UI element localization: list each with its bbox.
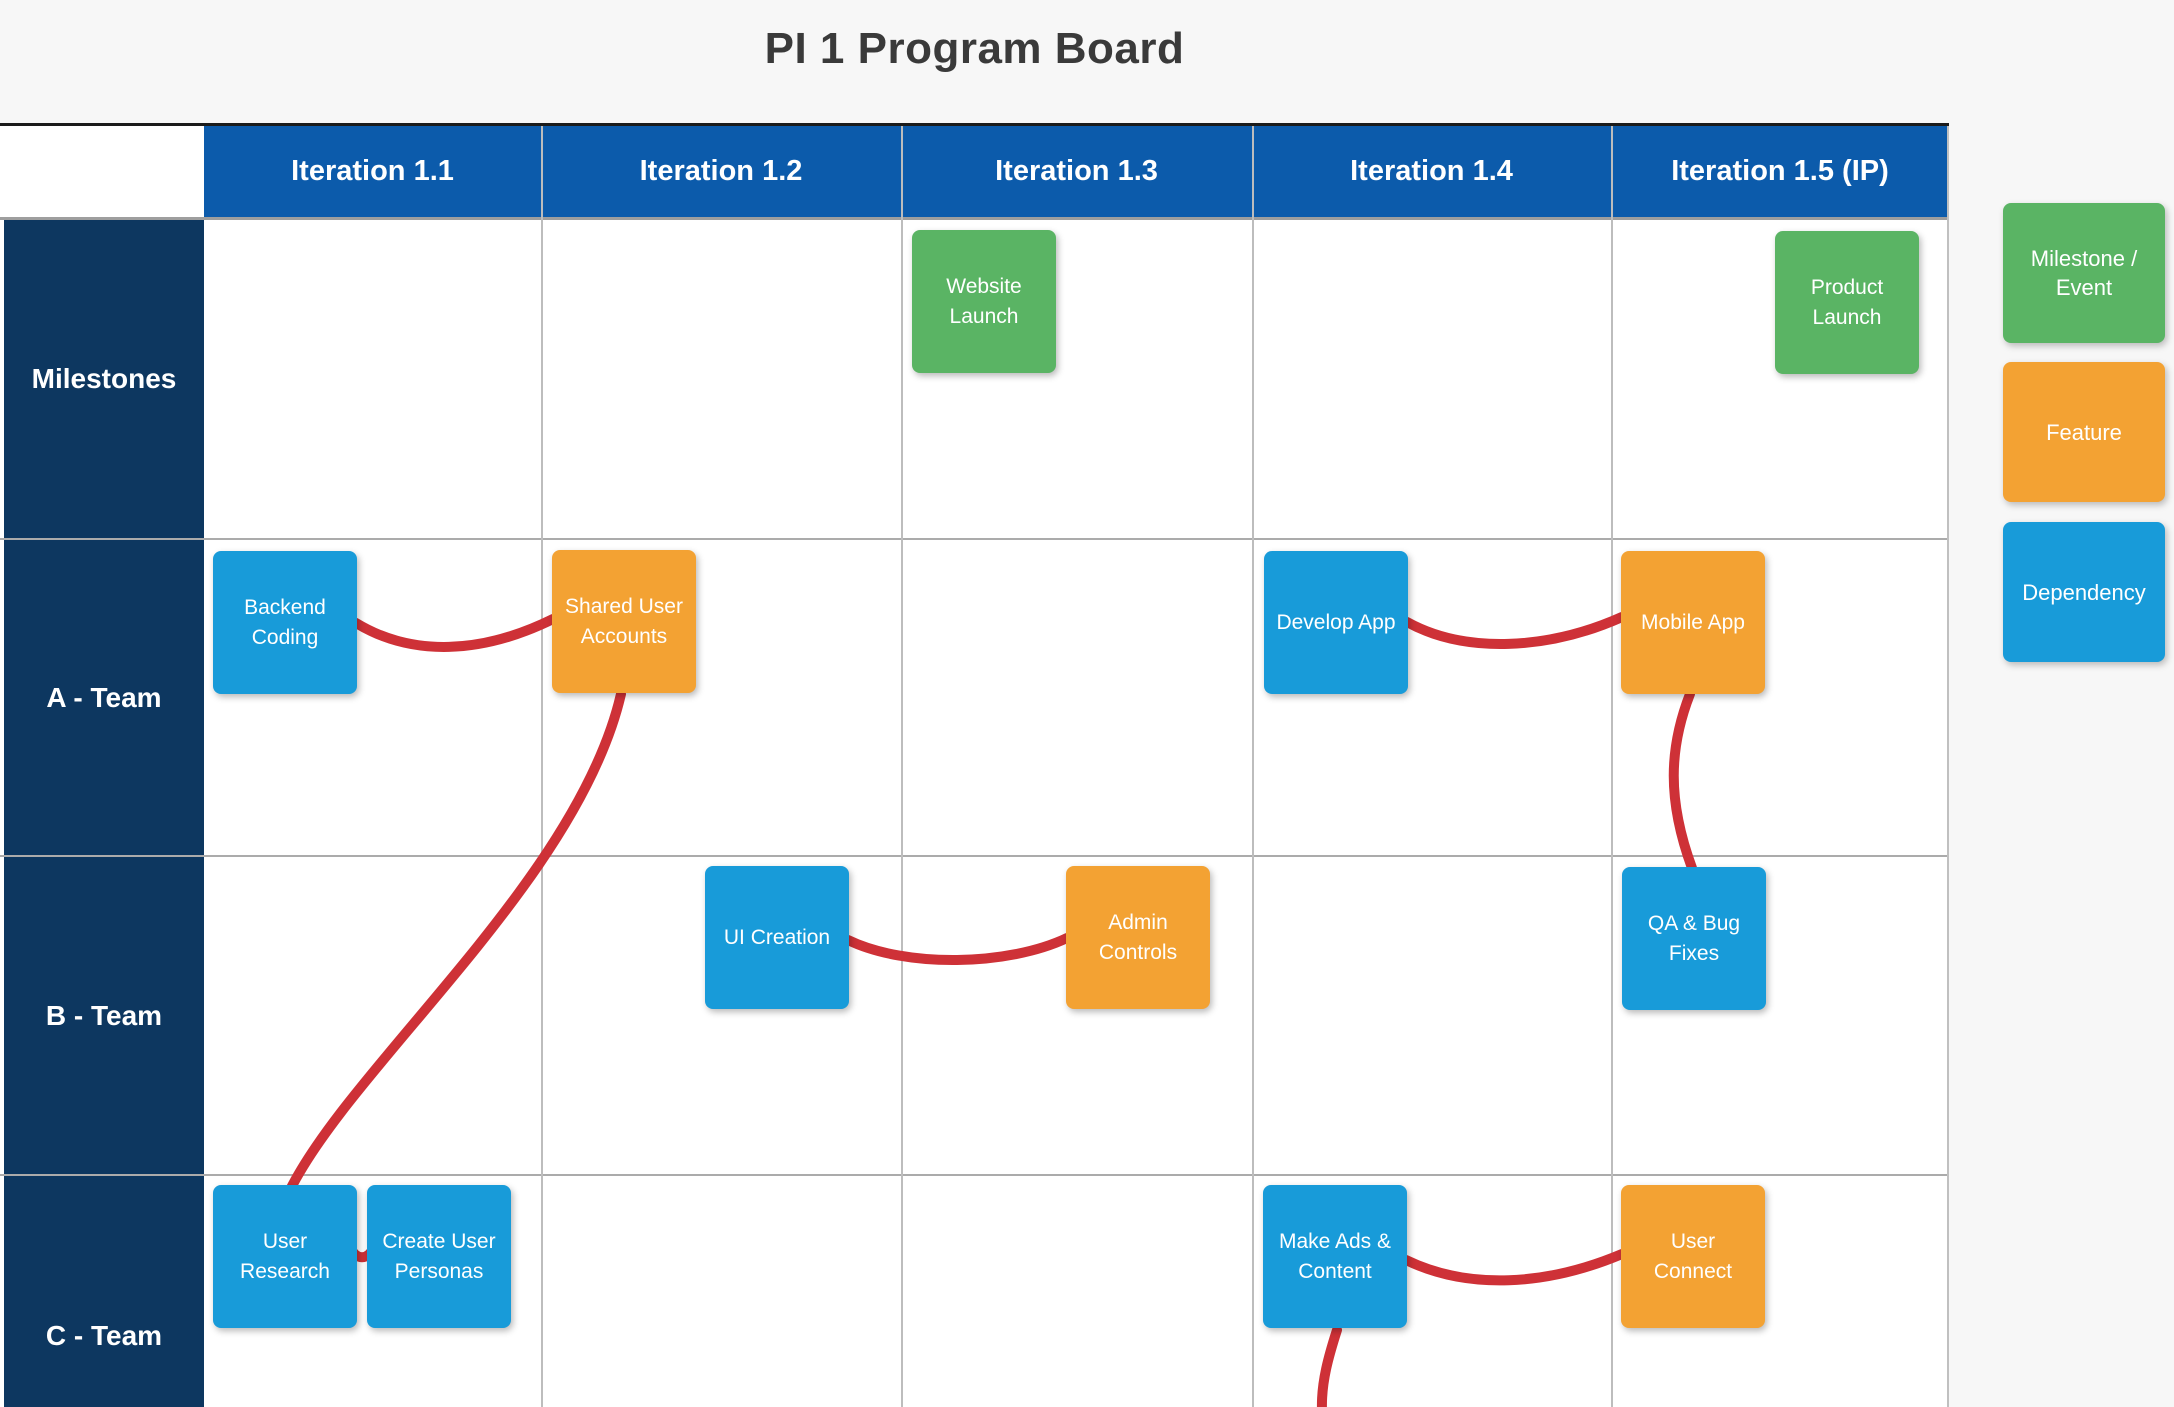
card-label: QA & Bug Fixes <box>1647 911 1741 965</box>
card-label: User Research <box>240 1229 330 1283</box>
board-top-border <box>0 123 1949 126</box>
column-divider <box>1611 126 1613 1407</box>
card-ui-creation[interactable]: UI Creation <box>705 866 849 1009</box>
card-user-connect[interactable]: User Connect <box>1621 1185 1765 1328</box>
row-label-b-team: B - Team <box>4 857 204 1174</box>
card-user-research[interactable]: User Research <box>213 1185 357 1328</box>
column-header-iteration-1-1: Iteration 1.1 <box>291 155 454 187</box>
row-label-a-team: A - Team <box>4 540 204 855</box>
card-label: Admin Controls <box>1098 910 1178 964</box>
page-title: PI 1 Program Board <box>764 24 1185 73</box>
column-header-iteration-1-2: Iteration 1.2 <box>639 155 803 187</box>
card-label: Create User Personas <box>382 1229 496 1283</box>
column-header-iteration-1-3: Iteration 1.3 <box>995 155 1158 187</box>
card-admin-controls[interactable]: Admin Controls <box>1066 866 1210 1009</box>
card-backend-coding[interactable]: Backend Coding <box>213 551 357 694</box>
card-product-launch[interactable]: Product Launch <box>1775 231 1919 374</box>
row-label-milestones: Milestones <box>4 220 204 538</box>
card-label: Make Ads & Content <box>1278 1229 1392 1283</box>
card-label: Website Launch <box>946 274 1022 328</box>
legend-label: Dependency <box>2022 579 2146 605</box>
column-divider <box>541 126 543 1407</box>
legend-feature[interactable]: Feature <box>2003 362 2165 502</box>
card-label: User Connect <box>1653 1229 1733 1283</box>
row-divider <box>0 855 1949 857</box>
card-mobile-app[interactable]: Mobile App <box>1621 551 1765 694</box>
card-make-ads-content[interactable]: Make Ads & Content <box>1263 1185 1407 1328</box>
header-underline <box>0 217 1949 220</box>
card-label: Mobile App <box>1641 610 1745 634</box>
column-divider <box>901 126 903 1407</box>
card-label: Shared User Accounts <box>565 594 683 648</box>
card-website-launch[interactable]: Website Launch <box>912 230 1056 373</box>
legend-label: Feature <box>2046 419 2122 445</box>
card-label: Product Launch <box>1810 275 1884 329</box>
card-label: UI Creation <box>723 925 831 949</box>
row-divider <box>0 1174 1949 1176</box>
row-label-c-team: C - Team <box>4 1176 204 1407</box>
row-divider <box>0 538 1949 540</box>
column-header-iteration-1-5: Iteration 1.5 (IP) <box>1671 155 1889 187</box>
legend-dependency[interactable]: Dependency <box>2003 522 2165 662</box>
legend-milestone-event[interactable]: Milestone / Event <box>2003 203 2165 343</box>
header-strip <box>204 126 1949 217</box>
column-divider <box>1252 126 1254 1407</box>
column-header-iteration-1-4: Iteration 1.4 <box>1350 155 1513 187</box>
card-create-user-personas[interactable]: Create User Personas <box>367 1185 511 1328</box>
card-label: Develop App <box>1276 610 1396 634</box>
card-label: Backend Coding <box>244 595 326 649</box>
card-shared-user-accounts[interactable]: Shared User Accounts <box>552 550 696 693</box>
card-develop-app[interactable]: Develop App <box>1264 551 1408 694</box>
card-qa-bug-fixes[interactable]: QA & Bug Fixes <box>1622 867 1766 1010</box>
board-right-border <box>1947 126 1949 1407</box>
legend-label: Milestone / Event <box>2030 246 2138 300</box>
